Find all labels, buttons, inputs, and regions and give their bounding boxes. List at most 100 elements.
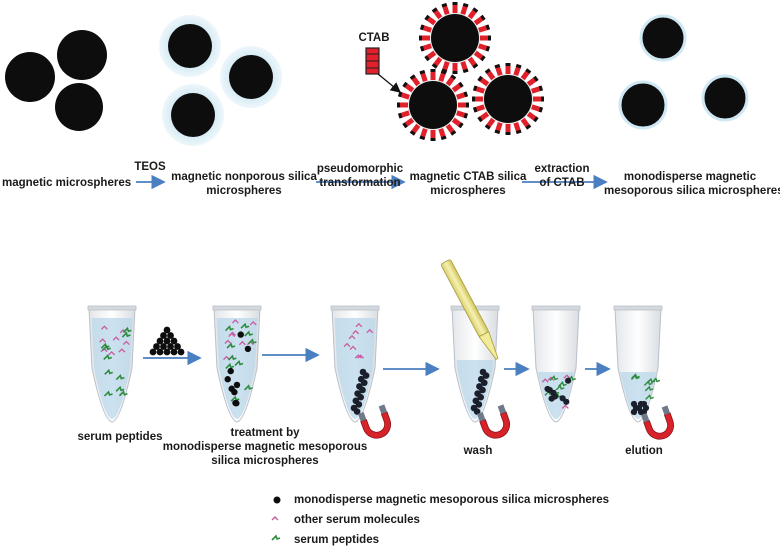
tube-sequence [87, 305, 663, 423]
ctab-spike-tip [515, 129, 522, 135]
ctab-spike-tip [477, 75, 483, 82]
serum-peptide [244, 330, 253, 337]
microsphere-core [409, 81, 457, 129]
serum-molecule [348, 334, 356, 340]
pile-sphere [167, 332, 174, 339]
label-line: microspheres [430, 185, 506, 197]
tube-rim [330, 305, 380, 311]
serum-peptide [100, 342, 110, 349]
ctab-spike-tip [419, 69, 426, 75]
label-line: magnetic nonporous silica [171, 171, 317, 183]
serum-molecule [99, 338, 107, 343]
ctab-spike-tip [441, 2, 448, 8]
serum-peptide [558, 381, 567, 387]
ctab-spike-tip [494, 129, 501, 135]
magnetic-sphere [357, 393, 365, 401]
microsphere [55, 83, 103, 131]
serum-peptide [118, 390, 128, 397]
label-line: monodisperse magnetic mesoporous [162, 441, 368, 453]
magnetic-sphere [475, 401, 483, 408]
microsphere [701, 74, 749, 122]
magnetic-sphere [563, 398, 570, 405]
ctab-spike-tip [424, 14, 430, 21]
pile-sphere [156, 337, 164, 345]
microcentrifuge-tube [330, 305, 380, 423]
label-line: magnetic CTAB silica [409, 171, 527, 183]
ctab-spike-tip [431, 63, 438, 69]
magnetic-sphere [361, 379, 368, 387]
serum-peptide [630, 374, 640, 380]
magnet-pole [477, 411, 486, 422]
serum-peptide [115, 374, 125, 381]
label-extraction-ctab: extraction of CTAB [522, 162, 602, 190]
ctab-spike-tip [484, 124, 491, 130]
ctab-spike-tip [472, 85, 478, 92]
label-wash: wash [463, 445, 493, 457]
ctab-silica-sphere [472, 63, 544, 135]
serum-peptide [549, 375, 559, 381]
pile-sphere [153, 343, 160, 350]
ctab-spike-tip [480, 14, 486, 21]
serum-molecule [229, 331, 236, 336]
magnetic-sphere [231, 388, 238, 396]
pile-sphere [160, 332, 167, 339]
ctab-spike-tip [472, 63, 479, 69]
magnetic-sphere [630, 408, 638, 416]
serum-molecule [100, 325, 108, 330]
magnets [358, 404, 674, 440]
microcentrifuge-tube [531, 305, 581, 423]
pile-sphere [156, 348, 164, 356]
label-line: mesoporous silica microspheres [604, 185, 780, 197]
serum-peptide [645, 394, 654, 400]
label-line: pseudomorphic [316, 163, 404, 175]
ctab-spike-tip [419, 24, 425, 31]
ctab-silica-sphere [419, 2, 491, 74]
magnetic-sphere [362, 372, 370, 379]
serum-molecule [249, 321, 257, 326]
pile-sphere [177, 348, 185, 356]
magnet-pole [641, 412, 650, 423]
microsphere-core [168, 24, 212, 68]
serum-molecule [349, 345, 357, 350]
tube-liquid [216, 318, 258, 419]
microsphere [5, 52, 55, 102]
label-line: microspheres [206, 185, 282, 197]
ctab-reagent [365, 47, 402, 93]
ctab-spike-tip [515, 63, 522, 69]
ctab-spike-tip [402, 122, 408, 129]
ctab-spike-tip [494, 63, 501, 69]
pile-sphere [160, 343, 167, 350]
stage-ctab-silica [397, 2, 544, 141]
ctab-spike-tip [440, 135, 447, 141]
ctab-spike-tip [472, 106, 478, 113]
serum-molecule [238, 340, 246, 346]
legend-molecule-icon [271, 516, 279, 521]
pile-sphere [149, 348, 157, 356]
label-line: monodisperse magnetic [623, 171, 757, 183]
serum-molecule [563, 374, 571, 379]
ctab-spike-tip [484, 68, 491, 74]
label-ctab-silica: magnetic CTAB silica microspheres [406, 170, 530, 198]
serum-molecule [122, 340, 130, 346]
magnetic-sphere [565, 377, 572, 384]
tube-rim [87, 305, 137, 311]
magnetic-sphere [237, 331, 244, 338]
serum-molecule [547, 376, 555, 381]
magnetic-sphere [544, 385, 551, 393]
magnetic-sphere [550, 389, 557, 397]
serum-peptide [651, 377, 661, 383]
serum-molecule [357, 354, 365, 359]
ctab-spike-tip [402, 81, 408, 88]
tube-rim [613, 305, 663, 311]
label-treatment: treatment by monodisperse magnetic mesop… [160, 426, 370, 468]
pile-sphere [163, 348, 171, 356]
ctab-spike-tip [397, 112, 403, 119]
serum-molecule [108, 351, 116, 356]
label-serum-peptides: serum peptides [77, 431, 163, 443]
ctab-spike-tip [419, 45, 425, 52]
magnetic-sphere [233, 381, 241, 389]
ctab-spike-tip [480, 55, 486, 62]
label-magnetic-microspheres: magnetic microspheres [2, 177, 132, 189]
serum-peptide [224, 325, 234, 332]
